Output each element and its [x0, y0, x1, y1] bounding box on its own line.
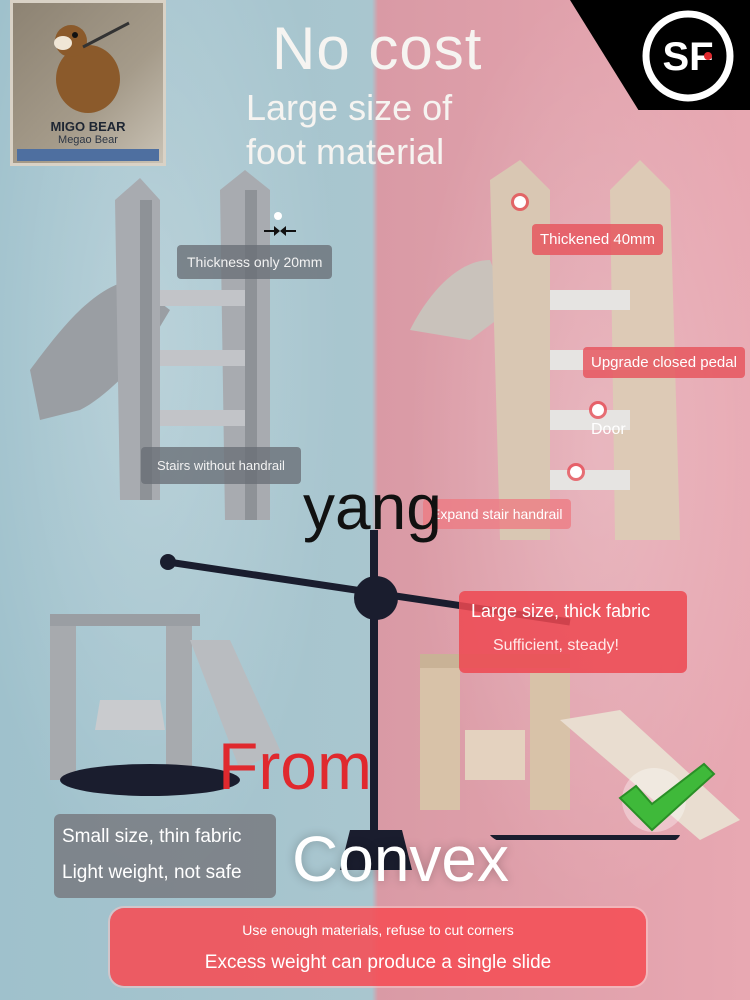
subheadline: Large size of foot material: [246, 87, 453, 172]
sf-express-logo-icon: SF: [642, 10, 734, 102]
marker-dot: [514, 196, 526, 208]
small-size-line: Small size, thin fabric: [62, 826, 242, 847]
bear-icon: [54, 21, 130, 113]
brand-name: MIGO BEAR: [50, 119, 126, 134]
arrows-inward-icon: [264, 212, 296, 236]
pedal-label: Upgrade closed pedal: [583, 347, 745, 378]
banner-line-2: Excess weight can produce a single slide: [204, 952, 552, 973]
bottom-banner: Use enough materials, refuse to cut corn…: [110, 908, 646, 986]
overlay-word-convex: Convex: [292, 823, 509, 895]
large-size-line: Large size, thick fabric: [471, 601, 651, 621]
banner-line-1: Use enough materials, refuse to cut corn…: [242, 922, 514, 938]
marker-dot: [570, 466, 582, 478]
door-label: Door: [591, 421, 626, 438]
not-safe-line: Light weight, not safe: [62, 862, 242, 883]
thickened-label: Thickened 40mm: [532, 224, 664, 255]
small-swing-set-illustration: [50, 614, 280, 796]
handrail-label: Expand stair handrail: [423, 499, 571, 529]
logo-ribbon: [17, 149, 159, 161]
marker-dot: [592, 404, 604, 416]
headline: No cost: [272, 15, 483, 82]
stairs-label: Stairs without handrail: [141, 447, 301, 484]
brand-subname: Megao Bear: [58, 134, 118, 146]
overlay-word-from: From: [218, 729, 372, 803]
thickness-label: Thickness only 20mm: [177, 245, 333, 279]
check-mark-icon: [618, 762, 716, 832]
small-size-callout: Small size, thin fabric Light weight, no…: [54, 814, 276, 898]
overlay-word-yang: yang: [303, 471, 442, 543]
brand-logo: MIGO BEAR Megao Bear: [10, 0, 166, 166]
steady-line: Sufficient, steady!: [493, 637, 619, 654]
large-size-callout: Large size, thick fabric Sufficient, ste…: [459, 591, 687, 673]
